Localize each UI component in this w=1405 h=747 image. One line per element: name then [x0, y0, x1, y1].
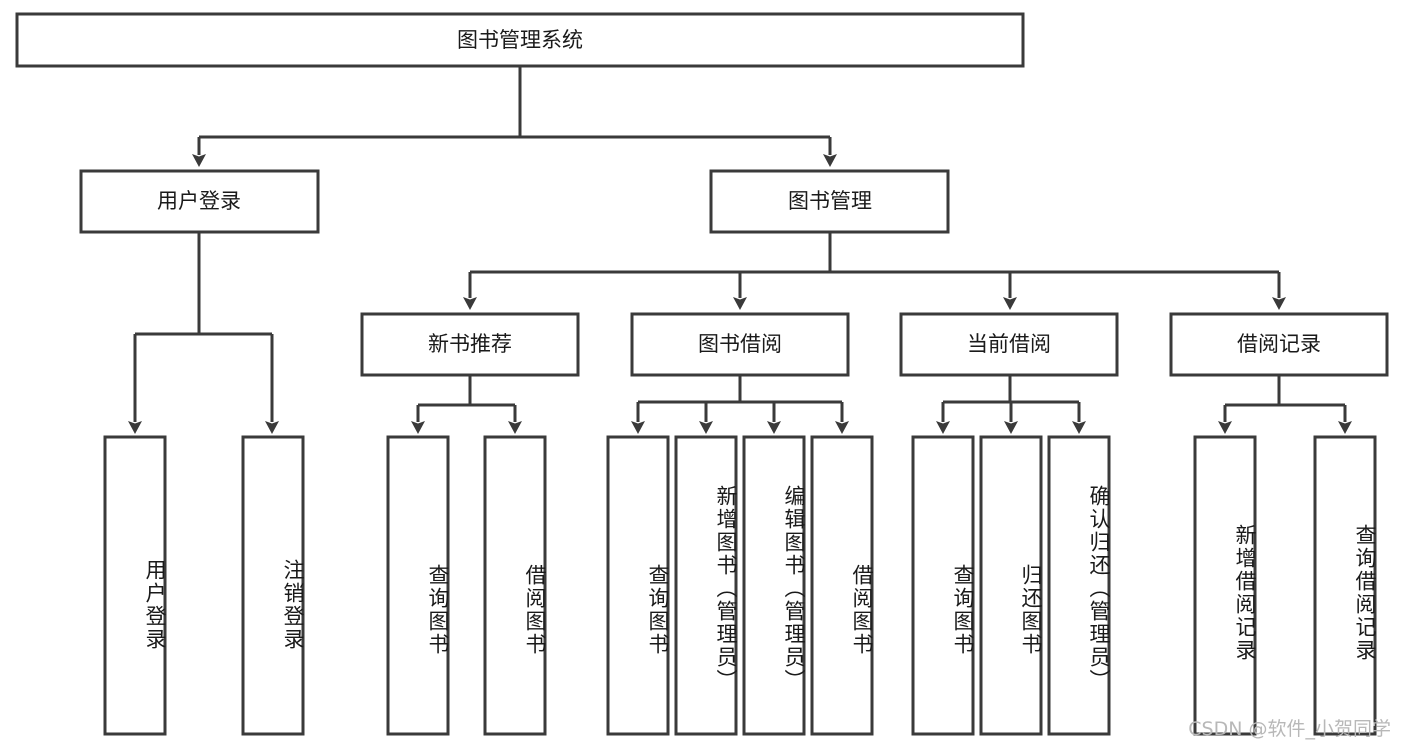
node-book-manage[interactable]: 图书管理	[709, 169, 950, 234]
node-borrow-record-label: 借阅记录	[1237, 332, 1321, 356]
node-leaf-query-book-3[interactable]	[911, 435, 975, 736]
node-leaf-query-record[interactable]	[1313, 435, 1377, 736]
node-current-borrow-label: 当前借阅	[967, 332, 1051, 356]
node-leaf-query-book-1[interactable]	[386, 435, 450, 736]
node-user-login-label: 用户登录	[157, 189, 241, 213]
node-leaf-return-book[interactable]	[979, 435, 1043, 736]
node-book-borrow-label: 图书借阅	[698, 332, 782, 356]
node-leaf-user-logout[interactable]	[241, 435, 305, 736]
connector-root-to-level2	[192, 66, 837, 167]
connector-user-login-to-leaves	[128, 232, 279, 434]
watermark-text: CSDN @软件_小贺同学	[1188, 718, 1391, 740]
node-leaf-edit-book[interactable]	[742, 435, 806, 736]
node-leaf-user-login[interactable]	[103, 435, 167, 736]
node-root-label: 图书管理系统	[457, 28, 583, 52]
node-book-manage-label: 图书管理	[788, 189, 872, 213]
node-leaf-borrow-book-1[interactable]	[483, 435, 547, 736]
connector-book-manage-to-level3	[463, 232, 1286, 310]
connector-new-book-recommend-to-leaves	[411, 375, 522, 434]
node-leaf-add-book[interactable]	[674, 435, 738, 736]
node-user-login[interactable]: 用户登录	[79, 169, 320, 234]
connector-borrow-record-to-leaves	[1218, 375, 1352, 434]
node-current-borrow[interactable]: 当前借阅	[899, 312, 1119, 377]
node-leaf-add-record[interactable]	[1193, 435, 1257, 736]
node-book-borrow[interactable]: 图书借阅	[630, 312, 850, 377]
node-leaf-query-book-2[interactable]	[606, 435, 670, 736]
leaf-boxes	[103, 435, 1377, 736]
node-borrow-record[interactable]: 借阅记录	[1169, 312, 1389, 377]
node-leaf-borrow-book-2[interactable]	[810, 435, 874, 736]
node-root[interactable]: 图书管理系统	[15, 12, 1025, 68]
connector-book-borrow-to-leaves	[631, 375, 849, 434]
node-new-book-recommend-label: 新书推荐	[428, 332, 512, 356]
node-new-book-recommend[interactable]: 新书推荐	[360, 312, 580, 377]
connector-current-borrow-to-leaves	[936, 375, 1086, 434]
node-leaf-confirm-return[interactable]	[1047, 435, 1111, 736]
